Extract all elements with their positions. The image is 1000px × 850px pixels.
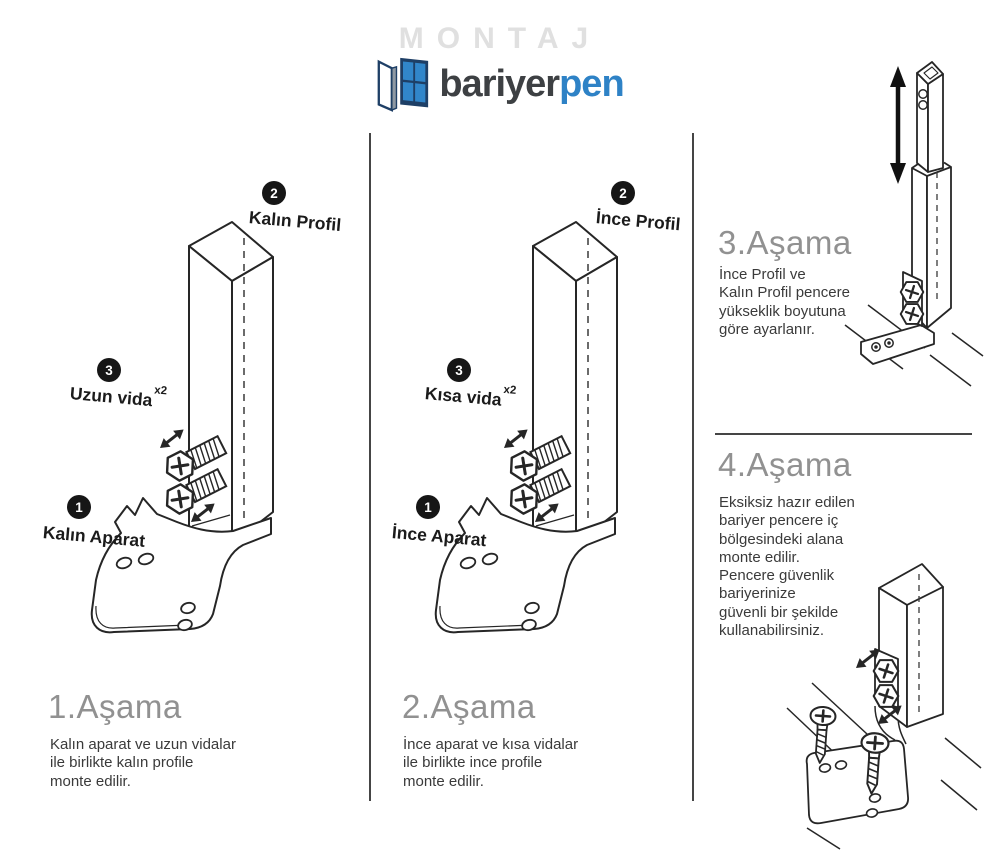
step4-drawing bbox=[786, 563, 982, 850]
step2-heading: 2.Aşama bbox=[402, 688, 536, 725]
mounting-plate bbox=[805, 739, 909, 825]
screw-qty: x2 bbox=[502, 384, 517, 398]
column-divider-2 bbox=[692, 133, 694, 801]
height-adjust-arrow-icon bbox=[890, 66, 906, 184]
brand-name-accent: pen bbox=[559, 63, 625, 105]
thick-profile-bracket-assembly bbox=[92, 222, 273, 632]
hex-bolt-icon bbox=[872, 683, 900, 709]
brand-name-dark: bariyer bbox=[439, 63, 560, 105]
brand-logo: bariyerpen bbox=[0, 56, 1000, 112]
step3-description: İnce Profil ve Kalın Profil pencere yüks… bbox=[719, 266, 850, 338]
thin-profile bbox=[916, 61, 944, 173]
hex-bolt-icon bbox=[899, 302, 925, 326]
callout-number-step1-screw: 3 bbox=[97, 358, 121, 382]
step1-description: Kalın aparat ve uzun vidalar ile birlikt… bbox=[50, 736, 236, 790]
window-logo-icon bbox=[377, 57, 429, 112]
foot-screw-holes bbox=[871, 338, 894, 352]
step1-drawing bbox=[40, 182, 340, 642]
thin-profile-bracket-assembly bbox=[436, 222, 617, 632]
screw-qty: x2 bbox=[153, 384, 168, 398]
hex-bolt-icon bbox=[872, 658, 900, 684]
step2-description: İnce aparat ve kısa vidalar ile birlikte… bbox=[403, 736, 579, 790]
hex-bolt-icon bbox=[899, 280, 925, 304]
step3-drawing bbox=[844, 61, 984, 387]
callout-number-step2-profile: 2 bbox=[611, 181, 635, 205]
callout-number-step1-bracket: 1 bbox=[67, 495, 91, 519]
step3-heading: 3.Aşama bbox=[718, 224, 852, 261]
step4-description: Eksiksiz hazır edilen bariyer pencere iç… bbox=[719, 494, 855, 640]
callout-number-step2-screw: 3 bbox=[447, 358, 471, 382]
step1-heading: 1.Aşama bbox=[48, 688, 182, 725]
callout-number-step1-profile: 2 bbox=[262, 181, 286, 205]
right-section-divider bbox=[715, 433, 972, 435]
step4-heading: 4.Aşama bbox=[718, 446, 852, 483]
montaj-title: MONTAJ bbox=[398, 22, 602, 55]
step2-drawing bbox=[384, 182, 684, 642]
callout-number-step2-bracket: 1 bbox=[416, 495, 440, 519]
brand-name: bariyerpen bbox=[439, 63, 625, 105]
column-divider-1 bbox=[369, 133, 371, 801]
